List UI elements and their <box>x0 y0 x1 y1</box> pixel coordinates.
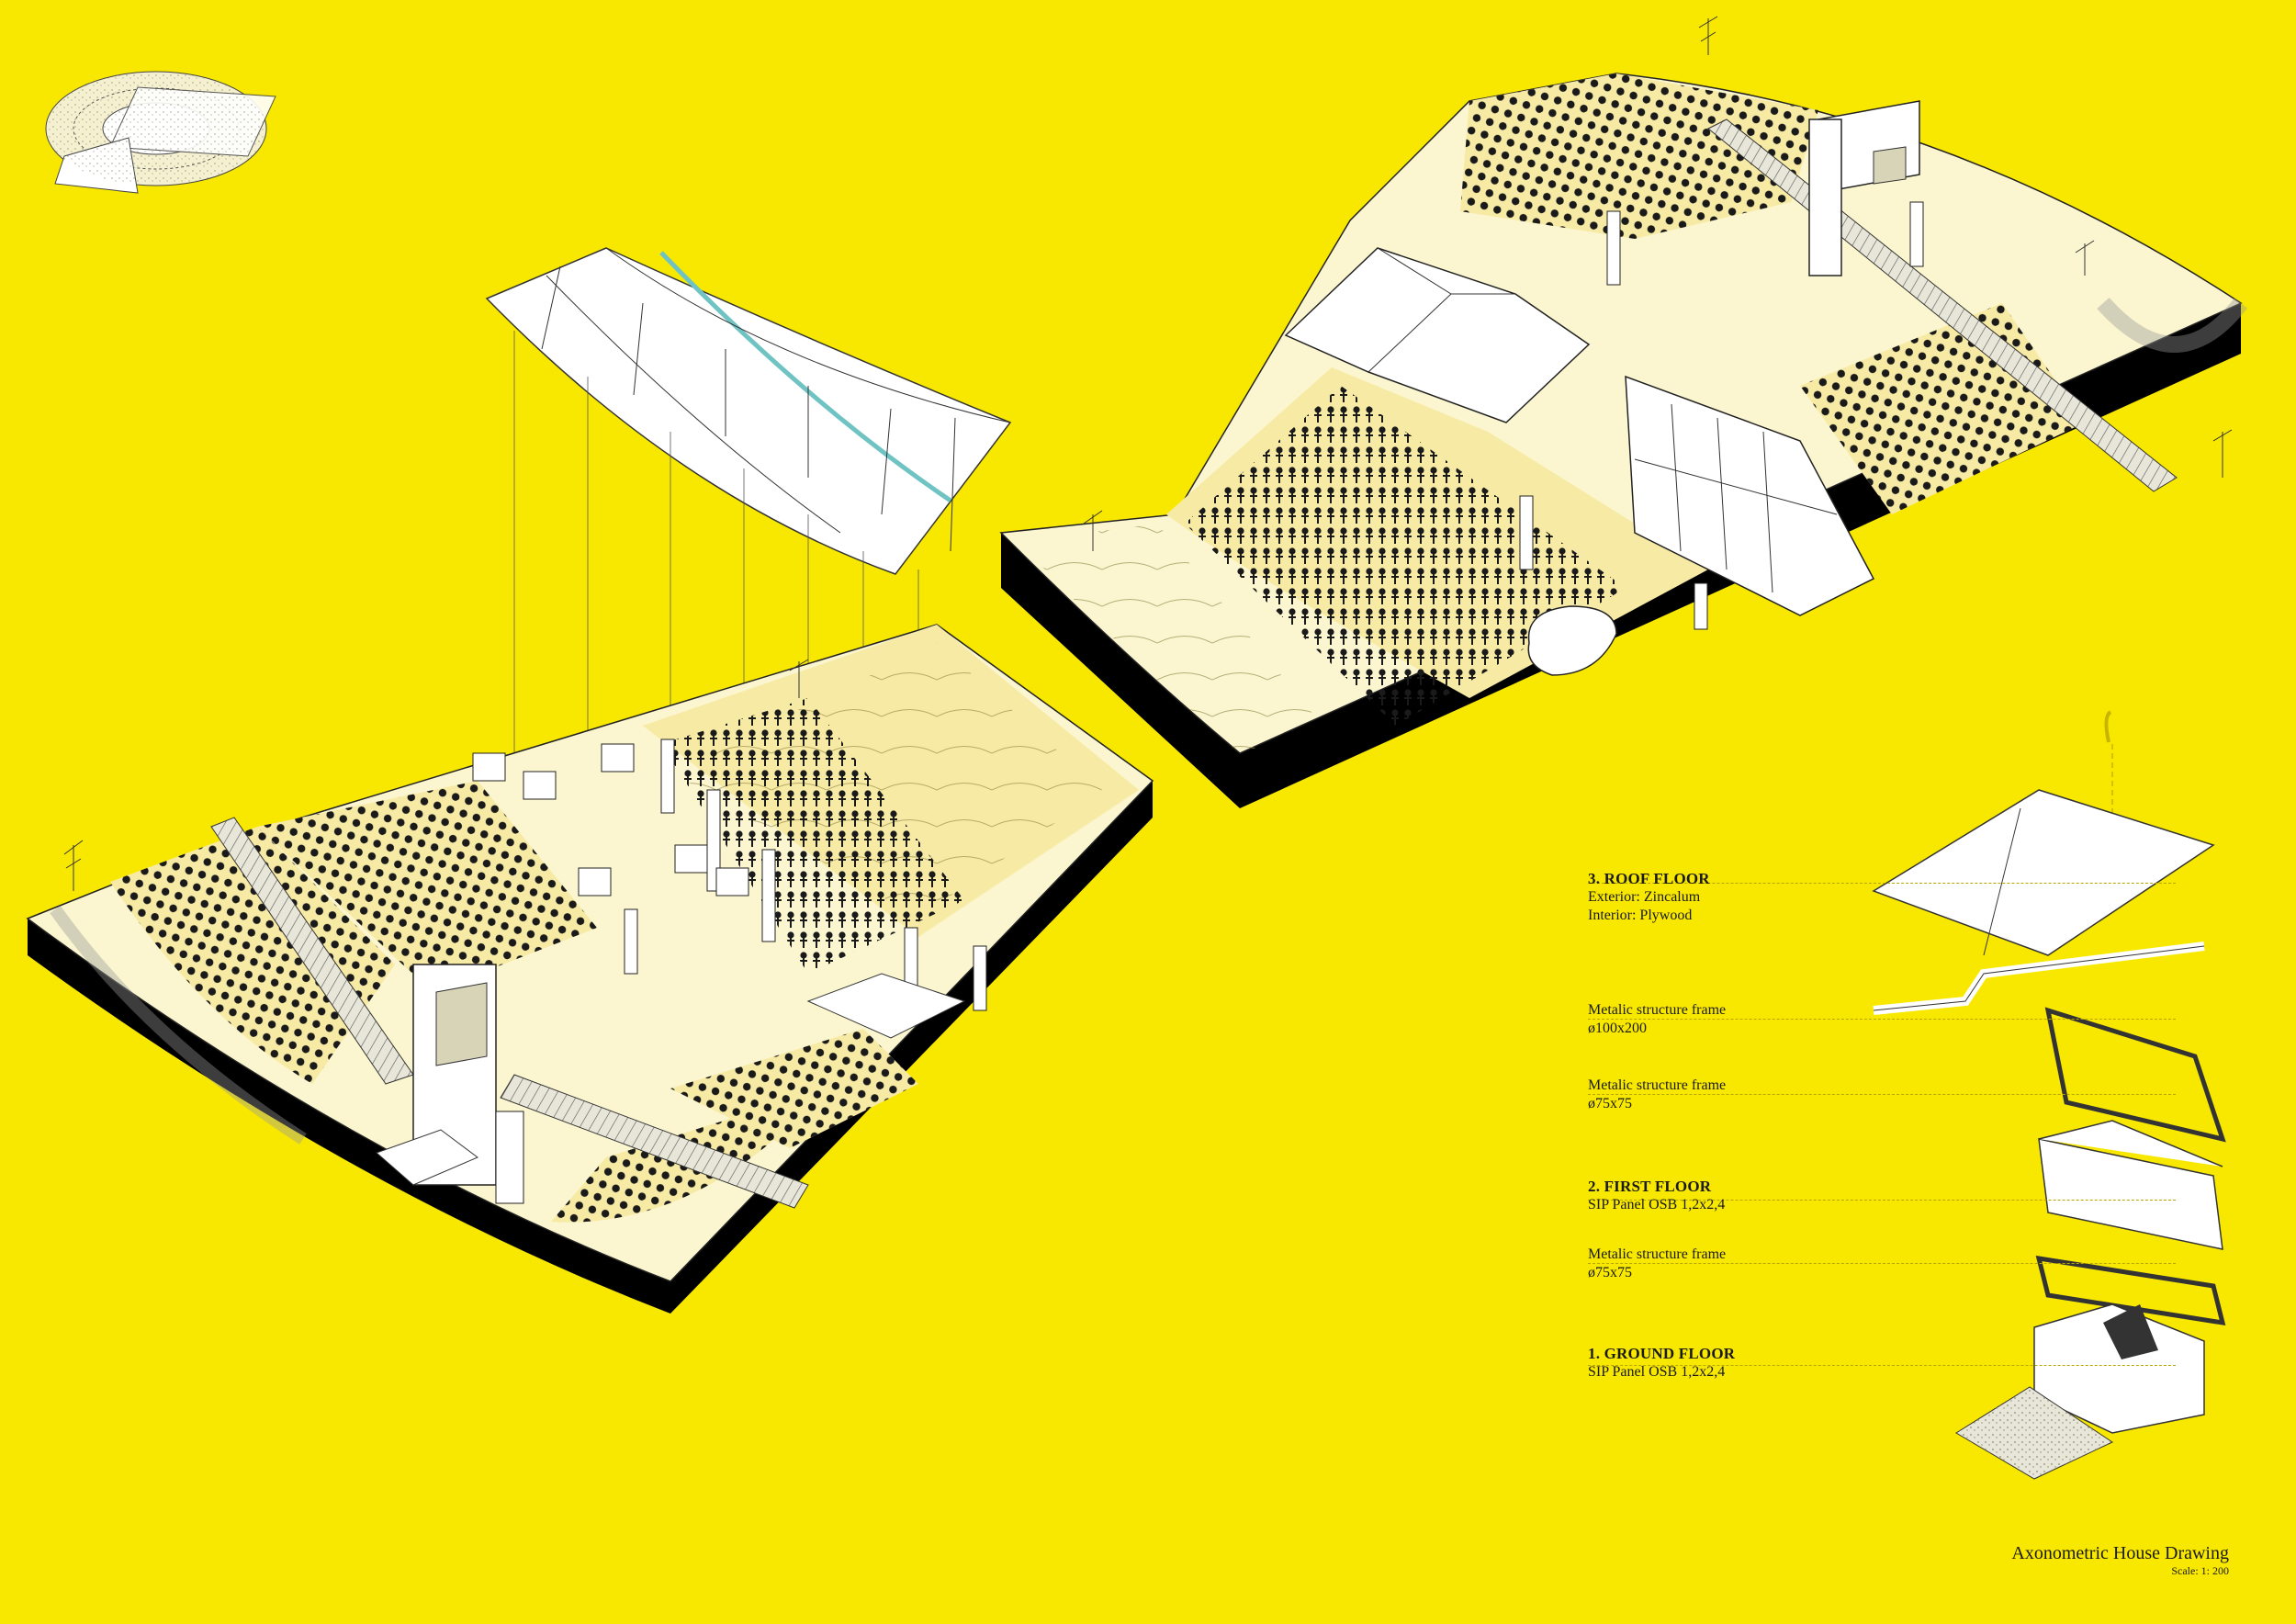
leader-roof <box>1588 883 2176 884</box>
site-block-right <box>999 73 2248 808</box>
legend-roof-floor: 3. ROOF FLOOR Exterior: Zincalum Interio… <box>1588 870 1710 925</box>
legend-frame-2: Metalic structure frame ø75x75 <box>1588 1077 1726 1113</box>
leader-first-floor <box>1588 1200 2176 1201</box>
legend-ground-floor: 1. GROUND FLOOR SIP Panel OSB 1,2x2,4 <box>1588 1345 1735 1382</box>
legend-ground-floor-material: SIP Panel OSB 1,2x2,4 <box>1588 1364 1726 1380</box>
legend-first-floor: 2. FIRST FLOOR SIP Panel OSB 1,2x2,4 <box>1588 1178 1725 1214</box>
site-key-plan <box>45 71 276 194</box>
legend-frame-2-label: Metalic structure frame <box>1588 1077 1727 1093</box>
leader-frame-1 <box>1588 1019 2176 1020</box>
legend-roof-exterior: Exterior: Zincalum <box>1588 889 1701 905</box>
legend-roof-interior: Interior: Plywood <box>1588 908 1693 923</box>
legend-frame-3: Metalic structure frame ø75x75 <box>1588 1246 1726 1282</box>
leader-frame-2 <box>1588 1094 2176 1095</box>
legend-first-floor-material: SIP Panel OSB 1,2x2,4 <box>1588 1197 1726 1212</box>
legend-frame-1-size: ø100x200 <box>1588 1021 1647 1036</box>
leader-ground-floor <box>1588 1365 2176 1366</box>
legend-ground-floor-title: 1. GROUND FLOOR <box>1588 1345 1736 1362</box>
legend-frame-2-size: ø75x75 <box>1588 1096 1632 1111</box>
trees <box>63 16 2233 891</box>
legend-first-floor-title: 2. FIRST FLOOR <box>1588 1178 1712 1195</box>
legend-frame-1: Metalic structure frame ø100x200 <box>1588 1001 1726 1038</box>
leader-frame-3 <box>1588 1263 2176 1264</box>
legend-frame-3-label: Metalic structure frame <box>1588 1246 1727 1262</box>
site-block-left <box>26 624 1154 1314</box>
legend-frame-3-size: ø75x75 <box>1588 1265 1632 1280</box>
legend-roof-title: 3. ROOF FLOOR <box>1588 870 1710 887</box>
drawing-scale: Scale: 1: 200 <box>2171 1564 2229 1577</box>
drawing-title: Axonometric House Drawing <box>2011 1543 2229 1563</box>
drawing-caption: Axonometric House Drawing Scale: 1: 200 <box>2011 1543 2229 1578</box>
house-exploded-detail <box>1872 710 2226 1480</box>
legend-frame-1-label: Metalic structure frame <box>1588 1002 1727 1018</box>
